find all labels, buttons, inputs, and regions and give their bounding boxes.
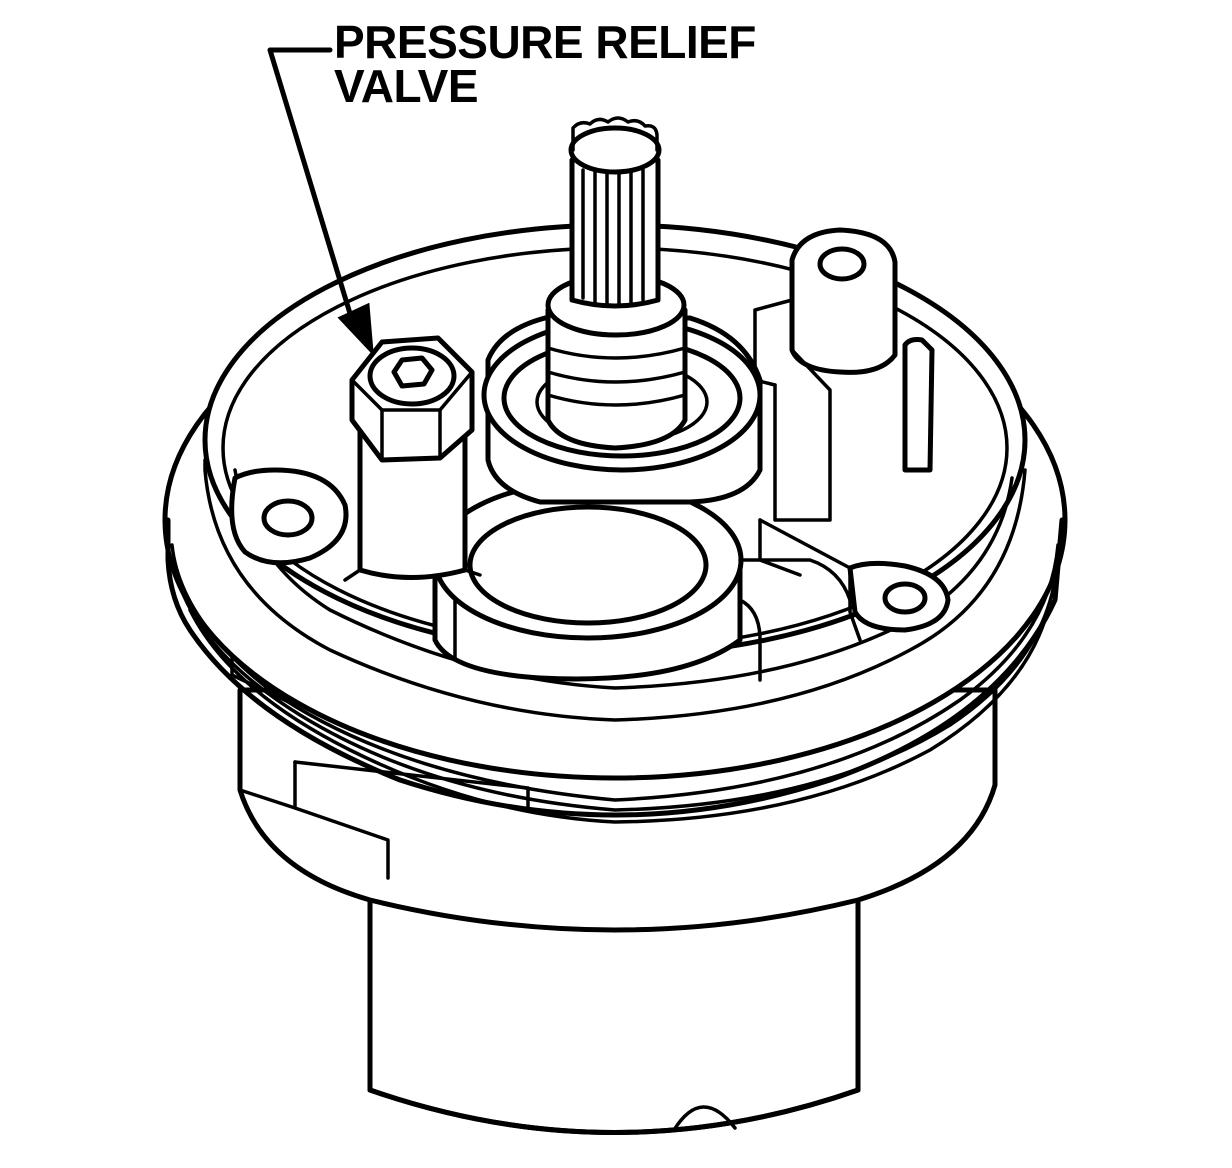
relief-valve-hex-nut bbox=[349, 335, 475, 463]
callout-leader bbox=[267, 47, 374, 357]
callout-label-line-2: VALVE bbox=[334, 60, 479, 112]
upper-right-post bbox=[753, 227, 935, 522]
right-mounting-boss bbox=[758, 518, 951, 642]
leader-arrowhead-icon bbox=[337, 302, 374, 357]
left-mounting-boss bbox=[229, 467, 349, 566]
callout-label-line-1: PRESSURE RELIEF bbox=[334, 16, 756, 68]
spline-shaft bbox=[545, 116, 688, 451]
